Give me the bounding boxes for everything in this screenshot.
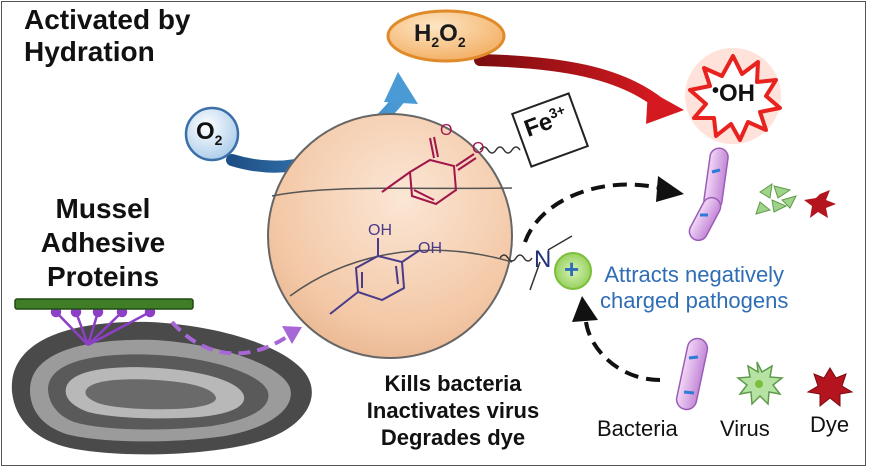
virus-icon [736, 361, 784, 406]
polymer-chain-bottom [289, 249, 513, 297]
activated-line-2: Hydration [24, 36, 155, 67]
nitrogen-label: N [534, 246, 552, 273]
bacteria-icon [675, 337, 709, 411]
purple-dashed-arrow [170, 320, 290, 356]
cation-bubble [554, 252, 592, 290]
red-arrow [474, 54, 666, 110]
attracts-text: Attracts negatively charged pathogens [600, 262, 788, 314]
effect-degrades-dye: Degrades dye [380, 425, 526, 450]
mussel-line-1: Mussel [55, 193, 151, 224]
bacteria-label: Bacteria [597, 416, 678, 441]
black-dashed-arrow-up [523, 182, 661, 243]
activated-line-1: Activated by [24, 4, 191, 35]
black-dashed-arrow-in [584, 321, 661, 382]
red-arrowhead-icon [646, 90, 684, 124]
dye-icon [806, 367, 854, 408]
catechol-oh-side: OH [418, 240, 442, 257]
effect-kills-bacteria: Kills bacteria [384, 371, 522, 396]
hydroxyl-label: •OH [712, 80, 756, 107]
ammonium-linker [499, 254, 533, 262]
cation-plus: + [564, 254, 580, 284]
mussel-heading: Mussel Adhesive Proteins [28, 192, 178, 294]
catechol-oh-top: OH [368, 222, 392, 239]
peroxide-label: H2O2 [414, 20, 466, 50]
coating-sphere [267, 113, 513, 359]
effects-text: Kills bacteria Inactivates virus Degrade… [356, 370, 550, 451]
fe-linker [479, 146, 521, 154]
iron-box [510, 92, 590, 168]
damaged-virus-icon [755, 182, 797, 215]
black-arrowhead-up-icon [656, 176, 684, 202]
oxygen-label: O2 [196, 118, 223, 148]
blue-arrowhead-icon [384, 72, 418, 104]
hydroxyl-burst-icon [685, 48, 782, 144]
attracts-line-2: charged pathogens [600, 288, 789, 313]
mussel-shell-icon [11, 321, 312, 455]
quinone-o-side: O [472, 140, 485, 157]
effect-inactivates-virus: Inactivates virus [366, 398, 540, 423]
quinone-structure [381, 136, 477, 206]
adhesive-threads [50, 306, 156, 347]
virus-label: Virus [720, 416, 770, 441]
substrate-bar [14, 298, 194, 310]
quinone-o-top: O [440, 122, 453, 139]
damaged-dye-icon [804, 190, 836, 218]
purple-arrowhead-icon [282, 326, 302, 344]
attracts-line-1: Attracts negatively [604, 262, 785, 287]
activated-heading: Activated by Hydration [24, 4, 191, 68]
ammonium-bonds [529, 235, 573, 291]
dye-label: Dye [810, 412, 850, 437]
catechol-structure [329, 238, 421, 315]
oxygen-bubble [184, 106, 240, 162]
peroxide-capsule [386, 9, 506, 63]
black-arrowhead-in-icon [572, 296, 598, 322]
mussel-line-2: Adhesive [40, 227, 166, 258]
polymer-chain-top [271, 187, 513, 197]
damaged-bacteria-icon [688, 147, 729, 242]
mussel-line-3: Proteins [46, 261, 160, 292]
